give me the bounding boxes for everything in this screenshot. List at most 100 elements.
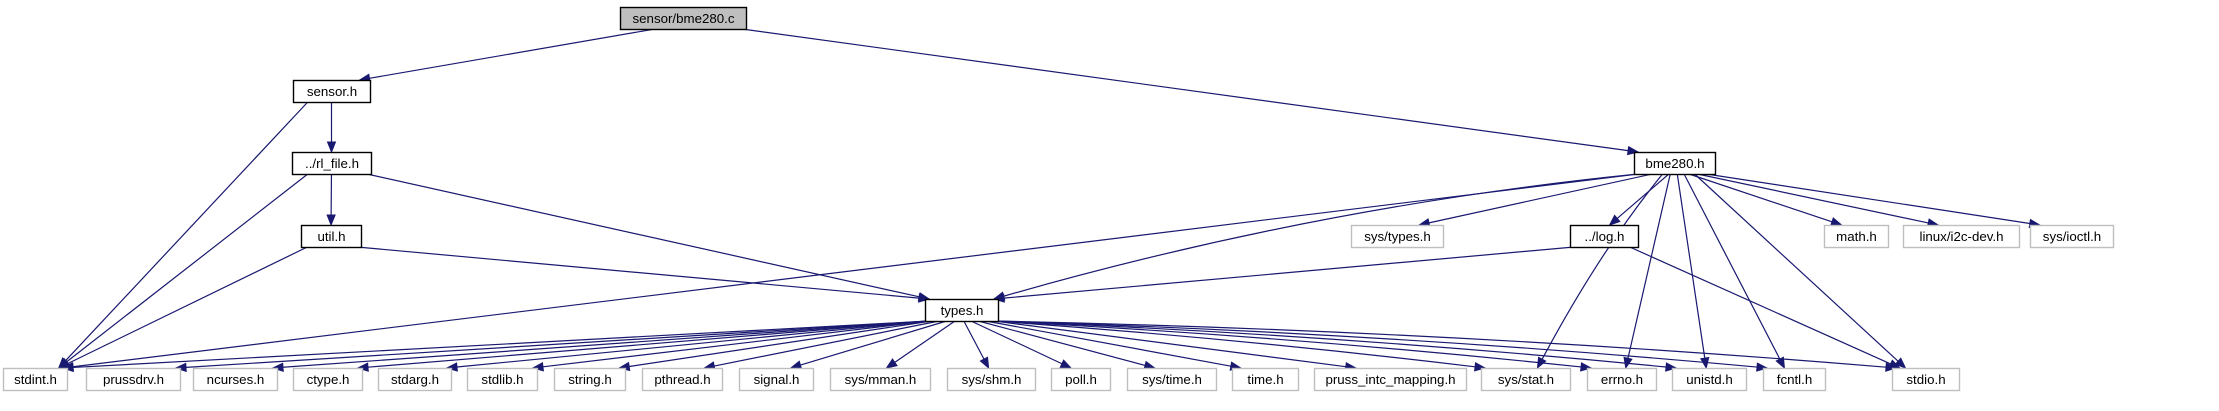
node-box: [619, 6, 748, 31]
node-box: [466, 367, 539, 392]
node-label: types.h: [941, 303, 984, 318]
edge-bme280-h-to-stdio-h: [1694, 173, 1907, 369]
dependency-edges: [57, 28, 2042, 373]
node-box: [1126, 367, 1218, 392]
node-label: util.h: [317, 229, 345, 244]
node-label: linux/i2c-dev.h: [1919, 229, 2003, 244]
node-unistd-h: unistd.h: [1671, 367, 1748, 392]
node-errno-h: errno.h: [1586, 367, 1658, 392]
node-root[interactable]: sensor/bme280.c: [619, 6, 748, 31]
node-util-h[interactable]: util.h: [300, 224, 363, 249]
node-box: [292, 79, 372, 104]
edge-types-h-to-sys-shm-h: [963, 320, 990, 370]
node-box: [1762, 367, 1827, 392]
edge-util-h-to-stdint-h: [57, 246, 308, 369]
node-box: [1671, 367, 1748, 392]
node-box: [738, 367, 815, 392]
edge-rl-file-h-to-types-h: [366, 173, 931, 302]
edge-types-h-to-poll-h: [970, 320, 1073, 369]
node-label: math.h: [1836, 229, 1877, 244]
edge-bme280-h-to-errno-h: [1623, 173, 1671, 370]
node-sys-shm-h: sys/shm.h: [946, 367, 1037, 392]
node-string-h: string.h: [553, 367, 627, 392]
node-box: [292, 367, 364, 392]
node-ncurses-h: ncurses.h: [192, 367, 279, 392]
node-box: [300, 224, 363, 249]
node-poll-h: poll.h: [1050, 367, 1112, 392]
file-nodes: sensor/bme280.c sensor.h ../rl_file.h util.…: [2, 6, 2115, 392]
node-fcntl-h: fcntl.h: [1762, 367, 1827, 392]
node-label: stdint.h: [14, 372, 57, 387]
edge-types-h-to-pruss-intc-mapping-h: [993, 320, 1358, 372]
edge-types-h-to-stdlib-h: [531, 320, 930, 372]
node-box: [553, 367, 627, 392]
node-box: [1231, 367, 1300, 392]
node-box: [1313, 367, 1468, 392]
node-box: [829, 367, 932, 392]
node-ctype-h: ctype.h: [292, 367, 364, 392]
node-box: [641, 367, 724, 392]
node-label: sensor/bme280.c: [633, 11, 735, 26]
node-box: [1891, 367, 1961, 392]
node-box: [1480, 367, 1572, 392]
node-rl-file-h[interactable]: ../rl_file.h: [291, 151, 373, 176]
edge-log-h-to-stdio-h: [1629, 246, 1902, 369]
node-box: [192, 367, 279, 392]
node-label: string.h: [568, 372, 612, 387]
node-box: [1050, 367, 1112, 392]
node-math-h: math.h: [1823, 224, 1890, 249]
node-label: sys/shm.h: [962, 372, 1022, 387]
edge-types-h-to-fcntl-h: [993, 320, 1769, 372]
edge-bme280-h-to-sys-ioctl-h: [1706, 173, 2042, 229]
node-linux-i2c-dev-h: linux/i2c-dev.h: [1902, 224, 2021, 249]
node-label: sensor.h: [307, 84, 357, 99]
node-label: stdlib.h: [481, 372, 523, 387]
node-sensor-h[interactable]: sensor.h: [292, 79, 372, 104]
node-prussdrv-h: prussdrv.h: [85, 367, 182, 392]
node-box: [946, 367, 1037, 392]
node-label: ncurses.h: [207, 372, 265, 387]
node-sys-ioctl-h: sys/ioctl.h: [2029, 224, 2115, 249]
node-label: sys/ioctl.h: [2043, 229, 2101, 244]
node-label: ../log.h: [1585, 229, 1625, 244]
node-label: ctype.h: [307, 372, 350, 387]
node-label: bme280.h: [1645, 156, 1704, 171]
node-label: pruss_intc_mapping.h: [1325, 372, 1455, 387]
node-types-h[interactable]: types.h: [924, 298, 1000, 323]
node-sys-stat-h: sys/stat.h: [1480, 367, 1572, 392]
node-bme280-h[interactable]: bme280.h: [1633, 151, 1717, 176]
node-log-h[interactable]: ../log.h: [1569, 224, 1640, 249]
edge-util-h-to-types-h: [356, 246, 931, 303]
edge-sensor-h-to-stdint-h: [57, 101, 309, 369]
edge-rl-file-h-to-util-h: [326, 173, 336, 227]
node-pthread-h: pthread.h: [641, 367, 724, 392]
node-stdlib-h: stdlib.h: [466, 367, 539, 392]
edge-bme280-h-to-sys-stat-h: [1536, 173, 1664, 370]
edge-types-h-to-string-h: [617, 320, 932, 372]
node-stdarg-h: stdarg.h: [377, 367, 453, 392]
node-label: fcntl.h: [1777, 372, 1812, 387]
node-label: ../rl_file.h: [305, 156, 359, 171]
node-time-h: time.h: [1231, 367, 1300, 392]
node-label: sys/time.h: [1142, 372, 1202, 387]
node-box: [2, 367, 69, 392]
edge-types-h-to-errno-h: [993, 320, 1593, 372]
node-label: sys/stat.h: [1498, 372, 1554, 387]
node-box: [2029, 224, 2115, 249]
node-box: [1902, 224, 2021, 249]
node-label: sys/mman.h: [845, 372, 917, 387]
edge-types-h-to-sys-stat-h: [993, 320, 1487, 372]
node-sys-mman-h: sys/mman.h: [829, 367, 932, 392]
node-label: pthread.h: [654, 372, 710, 387]
node-label: errno.h: [1601, 372, 1643, 387]
node-label: time.h: [1247, 372, 1283, 387]
node-label: unistd.h: [1686, 372, 1733, 387]
edge-bme280-h-to-types-h: [992, 173, 1639, 301]
node-box: [924, 298, 1000, 323]
node-sys-types-h: sys/types.h: [1350, 224, 1445, 249]
edge-rl-file-h-to-stdint-h: [57, 173, 309, 369]
node-box: [1823, 224, 1890, 249]
node-label: prussdrv.h: [103, 372, 164, 387]
edge-types-h-to-unistd-h: [993, 320, 1678, 372]
